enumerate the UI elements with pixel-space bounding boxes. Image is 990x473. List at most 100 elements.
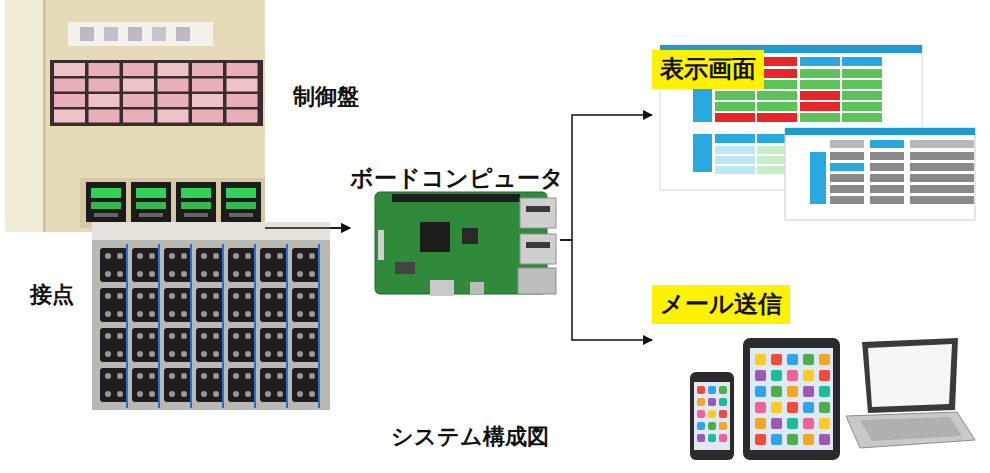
app-icon [697, 422, 705, 430]
relay-socket [228, 248, 256, 282]
app-icon [771, 418, 782, 429]
socket-screw [233, 271, 239, 277]
contacts-photo-part [92, 222, 330, 410]
controller-display [226, 188, 256, 198]
app-icon [803, 402, 814, 413]
board-computer-image-part [378, 230, 384, 260]
socket-screw [105, 391, 111, 397]
socket-screw [201, 253, 207, 259]
grid-cell [842, 91, 882, 100]
mobile-devices [690, 338, 975, 460]
socket-screw [309, 373, 315, 379]
grid-cell [800, 91, 840, 100]
app-icon [787, 370, 798, 381]
app-icon [803, 434, 814, 445]
socket-screw [277, 333, 283, 339]
grid-cell [870, 185, 904, 193]
relay-socket [164, 248, 192, 282]
grid-cell [910, 152, 944, 160]
grid-cell [800, 113, 840, 122]
grid-cell [800, 80, 840, 89]
socket-screw [105, 253, 111, 259]
control-panel-node: 制御盤 [5, 0, 265, 232]
grid-cell [715, 156, 755, 164]
controller-keys [139, 213, 163, 217]
mail-node: メール送信 [652, 285, 962, 465]
wire [126, 244, 128, 408]
grid-cell [940, 174, 974, 182]
socket-screw [149, 271, 155, 277]
relay-socket [196, 368, 224, 402]
relay-socket [196, 288, 224, 322]
socket-screw [245, 271, 251, 277]
socket-screw [245, 333, 251, 339]
socket-screw [213, 333, 219, 339]
socket-screw [309, 253, 315, 259]
board-computer-image-part [518, 268, 556, 294]
socket-screw [201, 351, 207, 357]
node-heading: ボードコンピュータ [350, 165, 560, 193]
grid-cell [910, 163, 944, 171]
socket-screw [105, 293, 111, 299]
app-icon [755, 354, 766, 365]
socket-screw [309, 333, 315, 339]
relay-socket [100, 248, 128, 282]
app-icon [708, 434, 716, 442]
lamp [192, 63, 223, 76]
relay-socket [260, 368, 288, 402]
lamp [54, 110, 85, 123]
socket-screw [245, 253, 251, 259]
relay-socket [228, 288, 256, 322]
grid-cell [842, 80, 882, 89]
socket-screw [105, 373, 111, 379]
app-icon [803, 418, 814, 429]
socket-screw [117, 333, 123, 339]
mobile-devices-part [846, 412, 975, 448]
socket-screw [149, 373, 155, 379]
wire [318, 244, 320, 408]
control-panel-photo-part [152, 27, 166, 41]
grid-cell [830, 163, 864, 171]
socket-screw [201, 271, 207, 277]
grid-cell [830, 185, 864, 193]
controller-display [181, 202, 211, 209]
socket-screw [277, 391, 283, 397]
grid-header-cell [842, 57, 882, 66]
app-icon [771, 402, 782, 413]
relay-socket [132, 288, 160, 322]
socket-screw [277, 253, 283, 259]
grid-cell [715, 91, 755, 100]
app-icon [708, 422, 716, 430]
app-icon [771, 386, 782, 397]
app-icon [803, 370, 814, 381]
socket-screw [105, 333, 111, 339]
lamp [89, 79, 120, 92]
socket-screw [265, 351, 271, 357]
socket-screw [265, 333, 271, 339]
controller-display [136, 188, 166, 198]
contacts-photo [92, 222, 330, 410]
socket-screw [117, 311, 123, 317]
board-computer-image-part [526, 206, 550, 212]
grid-cell [715, 166, 755, 174]
relay-socket [292, 368, 320, 402]
socket-screw [277, 271, 283, 277]
control-panel-photo-part [104, 27, 118, 41]
socket-screw [137, 391, 143, 397]
app-icon [787, 418, 798, 429]
grid-cell [910, 174, 944, 182]
lamp [227, 63, 258, 76]
socket-screw [233, 293, 239, 299]
socket-screw [201, 373, 207, 379]
controller [131, 182, 171, 222]
socket-screw [137, 253, 143, 259]
socket-screw [265, 391, 271, 397]
controller-display [181, 188, 211, 198]
figure-caption: システム構成図 [391, 424, 549, 450]
socket-screw [233, 373, 239, 379]
arrow-connector [330, 227, 350, 229]
socket-screw [265, 293, 271, 299]
socket-screw [297, 351, 303, 357]
